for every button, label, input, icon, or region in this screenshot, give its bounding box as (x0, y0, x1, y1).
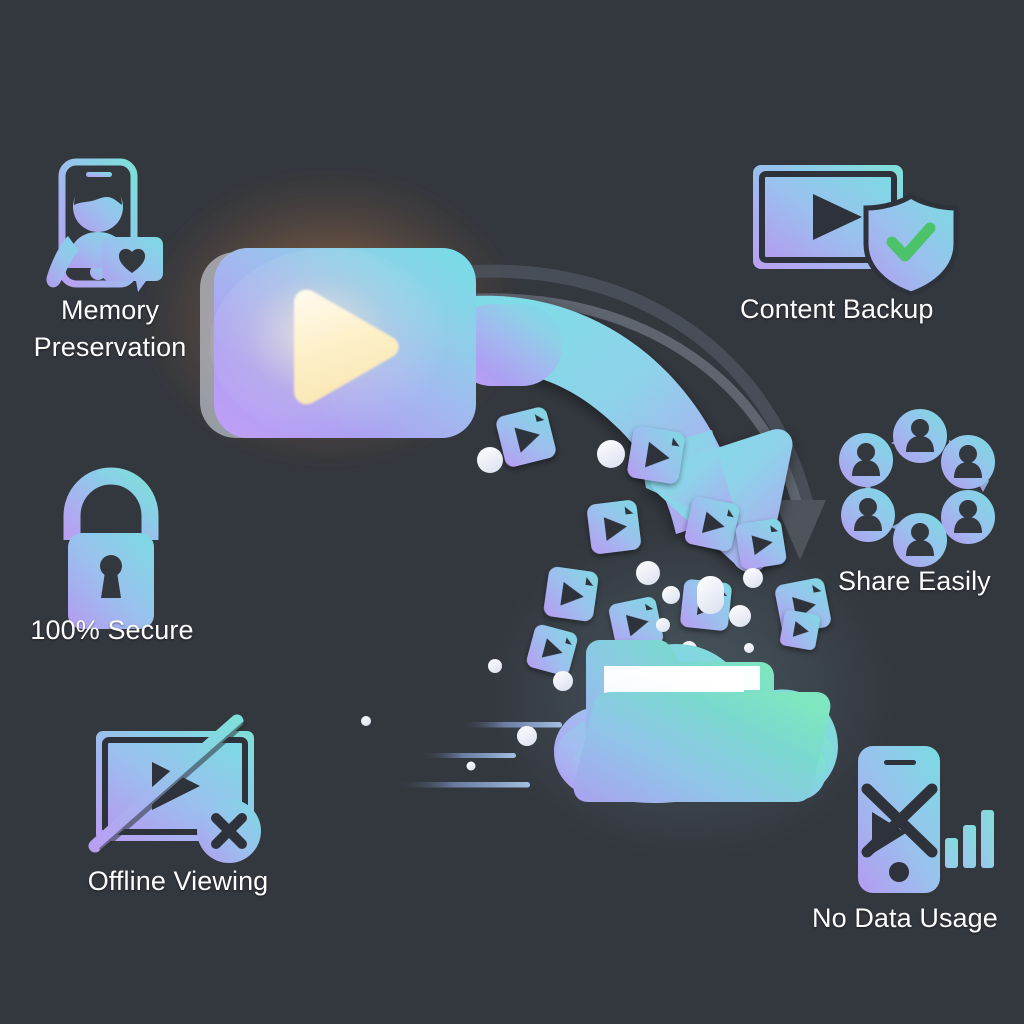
play-triangle-icon (813, 194, 862, 240)
video-player-card[interactable] (200, 248, 562, 440)
close-icon (861, 783, 938, 858)
speed-lines (361, 659, 562, 788)
check-icon (886, 222, 936, 262)
users-circle-network-icon (839, 409, 995, 567)
close-icon (211, 813, 247, 849)
cloud-folder[interactable] (554, 640, 838, 803)
phone-x-signal-bars-icon (858, 746, 994, 893)
padlock-icon (63, 467, 159, 629)
avatar-group (839, 409, 995, 567)
folder-front (573, 692, 831, 802)
monitor-play-slash-x-icon (88, 714, 261, 863)
play-triangle-icon (294, 289, 399, 405)
monitor-play-shield-check-icon (753, 165, 959, 297)
phone-selfie-heart-icon (46, 158, 163, 292)
arc-arrowhead (774, 500, 826, 560)
card-connector (452, 304, 562, 386)
signal-bars-icon (945, 810, 994, 868)
slash-icon (88, 714, 244, 853)
